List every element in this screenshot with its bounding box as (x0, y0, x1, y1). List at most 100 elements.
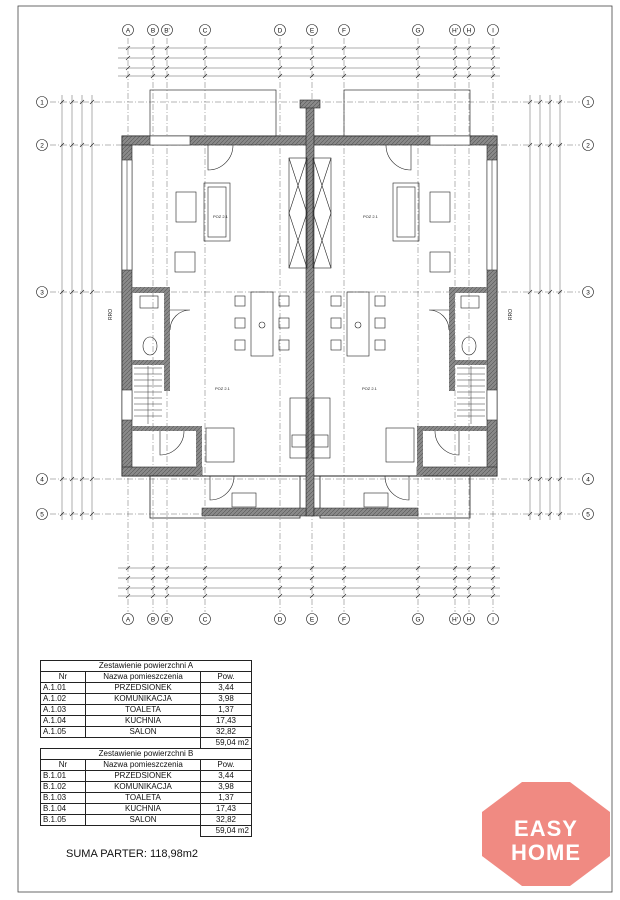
sheet-border (17, 5, 613, 893)
windows (121, 135, 498, 421)
grid-bubble (412, 24, 424, 36)
grid-bubble (306, 613, 318, 625)
grid-bubble (36, 473, 48, 485)
grid-bubble (274, 24, 286, 36)
grid-bubble (36, 286, 48, 298)
column-header: Nazwa pomieszczenia (85, 671, 201, 683)
column-header: Nazwa pomieszczenia (85, 759, 201, 771)
grid-label: H (467, 616, 472, 623)
building-walls (121, 89, 498, 519)
grid-bubble (412, 613, 424, 625)
grid-bubble (449, 24, 461, 36)
svg-text:POZ 2.1: POZ 2.1 (213, 214, 229, 219)
grid-label: E (310, 27, 315, 34)
grid-bubble (582, 508, 594, 520)
table-total: 59,04 m2 (200, 737, 252, 749)
grid-bubble (274, 613, 286, 625)
grid-label: 5 (586, 511, 590, 518)
chair (374, 339, 386, 351)
chair (330, 339, 342, 351)
chair (330, 295, 342, 307)
grid-bubble (36, 508, 48, 520)
room-area: 17,43 (200, 715, 252, 727)
column-header: Pow. (200, 671, 252, 683)
room-area: 3,44 (200, 770, 252, 782)
grid-label: G (415, 616, 420, 623)
grid-label: 4 (40, 476, 44, 483)
doors (159, 144, 460, 501)
svg-text:RRO: RRO (108, 309, 114, 320)
grid-label: 3 (40, 289, 44, 296)
room-name: KOMUNIKACJA (85, 781, 201, 793)
room-number: A.1.05 (40, 726, 86, 738)
room-labels: POZ 2.1 POZ 2.1 POZ 2.1 POZ 2.1 (213, 214, 379, 391)
grid-label: 3 (586, 289, 590, 296)
room-number: A.1.01 (40, 682, 86, 694)
grid-bubble (36, 139, 48, 151)
room-area: 3,44 (200, 682, 252, 694)
grid-bubble (147, 613, 159, 625)
grid-bubble (338, 24, 350, 36)
chair (278, 295, 290, 307)
room-number: B.1.02 (40, 781, 86, 793)
room-name: KUCHNIA (85, 715, 201, 727)
room-area: 3,98 (200, 693, 252, 705)
grid-bubble (199, 613, 211, 625)
chair (234, 295, 246, 307)
table-title: Zestawienie powierzchni B (40, 748, 252, 760)
plant (354, 321, 362, 329)
room-name: SALON (85, 726, 201, 738)
room-name: SALON (85, 814, 201, 826)
grid-bubble (487, 613, 499, 625)
grid-bubble (306, 24, 318, 36)
grid-label: 1 (586, 99, 590, 106)
grid-bubble (147, 24, 159, 36)
chair (374, 295, 386, 307)
grid-bubble (582, 286, 594, 298)
logo-hexagon-icon (482, 782, 610, 886)
grid-bubble (582, 96, 594, 108)
grid-label: I (492, 616, 494, 623)
grid-bubble (449, 613, 461, 625)
table-title: Zestawienie powierzchni A (40, 660, 252, 672)
room-name: TOALETA (85, 704, 201, 716)
dimension-lines (59, 45, 563, 599)
svg-text:POZ 2.1: POZ 2.1 (215, 386, 231, 391)
grid-label: H' (452, 616, 458, 623)
svg-text:POZ 2.1: POZ 2.1 (363, 214, 379, 219)
svg-text:POZ 2.1: POZ 2.1 (362, 386, 378, 391)
side-labels: RRO RRO (108, 309, 514, 320)
table-total: 59,04 m2 (200, 825, 252, 837)
chair (234, 339, 246, 351)
room-area: 1,37 (200, 792, 252, 804)
grid-label: E (310, 616, 315, 623)
grid-label: B (151, 616, 155, 623)
room-number: B.1.05 (40, 814, 86, 826)
grid-bubble (487, 24, 499, 36)
plant (258, 321, 266, 329)
grid-label: 2 (40, 142, 44, 149)
staircase (134, 366, 485, 424)
room-number: B.1.01 (40, 770, 86, 782)
grid-label: A (126, 27, 131, 34)
grid-bubble (161, 613, 173, 625)
grid-bubble (161, 24, 173, 36)
grid-bubble (582, 473, 594, 485)
room-name: PRZEDSIONEK (85, 682, 201, 694)
chair (278, 339, 290, 351)
room-number: A.1.02 (40, 693, 86, 705)
grid-bubble (582, 139, 594, 151)
logo-text-line1: EASY (514, 816, 578, 841)
room-number: A.1.04 (40, 715, 86, 727)
easy-home-logo: EASY HOME (482, 782, 610, 886)
grid-label: 2 (586, 142, 590, 149)
logo-text-line2: HOME (511, 840, 581, 865)
room-name: TOALETA (85, 792, 201, 804)
